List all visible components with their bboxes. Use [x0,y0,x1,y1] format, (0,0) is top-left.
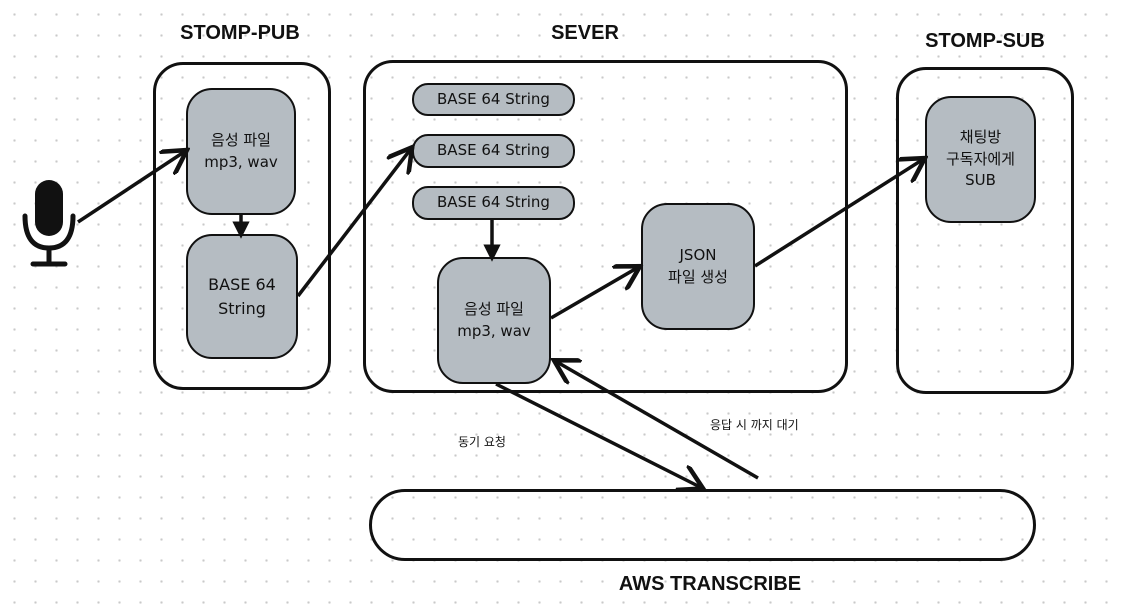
sub-subscriber-node: 채팅방 구독자에게 SUB [925,96,1036,223]
arrow-audio-to-json [550,268,637,320]
aws-transcribe-title: AWS TRANSCRIBE [618,573,802,595]
arrow-pub-to-server [296,150,410,298]
arrow-sync-request [495,382,700,487]
server-base64-item-2: BASE 64 String [412,134,575,168]
server-base64-item-1: BASE 64 String [412,83,575,116]
stomp-sub-group [896,67,1074,394]
server-base64-item-3: BASE 64 String [412,186,575,220]
pub-audio-file-node: 음성 파일 mp3, wav [186,88,296,215]
sync-request-note: 동기 요청 [458,435,506,449]
arrow-wait-response [557,362,759,480]
arrow-json-to-sub [754,160,922,268]
wait-response-note: 응답 시 까지 대기 [710,418,799,432]
server-title: SEVER [551,22,619,44]
stomp-sub-title: STOMP-SUB [925,30,1045,52]
pub-base64-node: BASE 64 String [186,234,298,359]
arrow-mic-to-audio [77,152,184,224]
server-audio-file-node: 음성 파일 mp3, wav [437,257,551,384]
microphone-icon [22,180,76,267]
stomp-pub-title: STOMP-PUB [180,22,300,44]
stomp-pub-group [153,62,331,390]
